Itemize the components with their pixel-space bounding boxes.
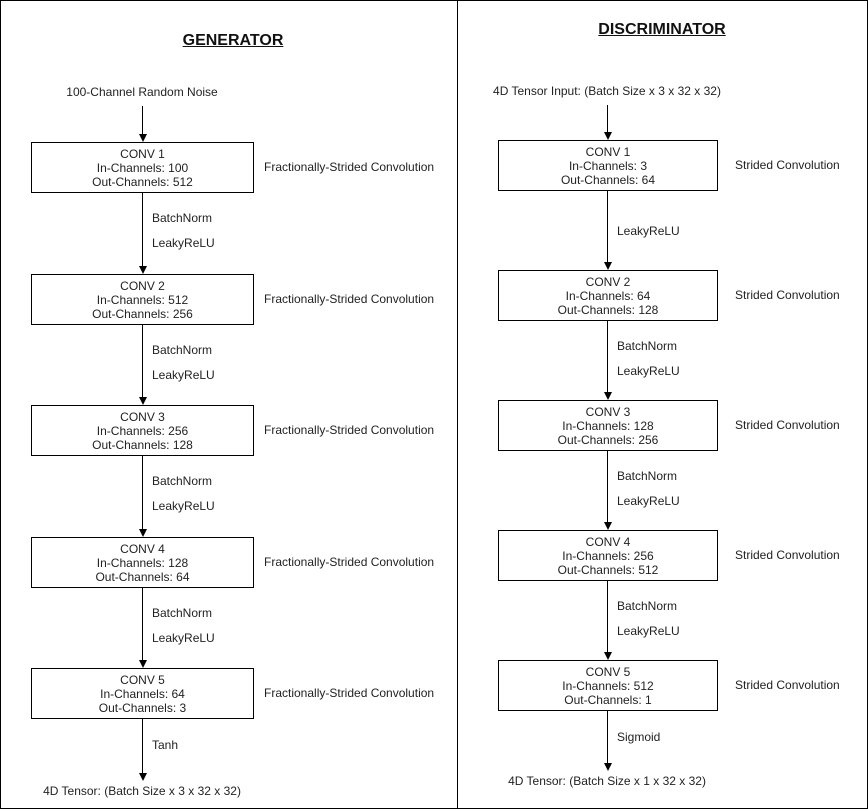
disc-output-label: 4D Tensor: (Batch Size x 1 x 32 x 32) (508, 774, 706, 788)
disc-activation-2-2: LeakyReLU (617, 364, 680, 378)
disc-conv-2-in: In-Channels: 64 (565, 289, 651, 303)
disc-conv-3-in: In-Channels: 128 (562, 419, 654, 433)
gen-conv-5-name: CONV 5 (120, 673, 165, 687)
disc-arrow-2-arrowhead (603, 392, 612, 400)
disc-input-label: 4D Tensor Input: (Batch Size x 3 x 32 x … (493, 84, 721, 98)
disc-input-arrow-arrowhead (603, 132, 612, 140)
disc-conv-1-type: Strided Convolution (735, 158, 840, 172)
gen-activation-4-2: LeakyReLU (152, 631, 215, 645)
gen-arrow-3-arrowhead (138, 529, 147, 537)
disc-activation-4-2: LeakyReLU (617, 624, 680, 638)
disc-conv-5-name: CONV 5 (585, 665, 631, 679)
disc-conv-4-name: CONV 4 (585, 535, 631, 549)
gen-conv-4-in: In-Channels: 128 (96, 556, 189, 570)
gen-activation-4-1: BatchNorm (152, 606, 213, 620)
gen-arrow-4-arrowhead (138, 660, 147, 668)
disc-conv-5-type: Strided Convolution (735, 678, 840, 692)
gen-conv-5-type: Fractionally-Strided Convolution (264, 686, 435, 700)
discriminator-title: DISCRIMINATOR (598, 21, 726, 38)
gen-conv-1-out: Out-Channels: 512 (92, 175, 193, 189)
gen-arrow-1-arrowhead (138, 266, 147, 274)
gen-conv-4-type: Fractionally-Strided Convolution (264, 555, 435, 569)
gen-input-arrow-line (142, 106, 143, 134)
gen-activation-5-1: Tanh (152, 738, 179, 752)
gen-conv-3-name: CONV 3 (120, 410, 165, 424)
disc-conv-3-out: Out-Channels: 256 (557, 433, 659, 447)
gen-output-label: 4D Tensor: (Batch Size x 3 x 32 x 32) (43, 784, 241, 798)
disc-activation-5-1: Sigmoid (617, 730, 661, 744)
gen-activation-2-1: BatchNorm (152, 343, 213, 357)
gen-conv-4-out: Out-Channels: 64 (95, 570, 190, 584)
gen-input-label: 100-Channel Random Noise (66, 85, 218, 99)
disc-conv-4-type: Strided Convolution (735, 548, 840, 562)
disc-conv-5-in: In-Channels: 512 (562, 679, 654, 693)
disc-conv-2-out: Out-Channels: 128 (557, 303, 659, 317)
gen-arrow-4-line (142, 588, 143, 660)
gen-activation-1-1: BatchNorm (152, 211, 213, 225)
disc-conv-1-in: In-Channels: 3 (568, 159, 648, 173)
disc-arrow-3-arrowhead (603, 522, 612, 530)
gen-conv-5-out: Out-Channels: 3 (98, 701, 187, 715)
disc-arrow-2-line (607, 321, 608, 392)
disc-arrow-1-line (607, 191, 608, 262)
disc-conv-4-in: In-Channels: 256 (562, 549, 654, 563)
disc-conv-3-type: Strided Convolution (735, 418, 840, 432)
gen-arrow-1-line (142, 193, 143, 266)
gen-activation-3-1: BatchNorm (152, 474, 213, 488)
gen-arrow-5-arrowhead (138, 773, 147, 781)
disc-conv-2-name: CONV 2 (585, 275, 631, 289)
gen-conv-2-in: In-Channels: 512 (96, 293, 189, 307)
gen-conv-2-type: Fractionally-Strided Convolution (264, 292, 435, 306)
gen-activation-3-2: LeakyReLU (152, 499, 215, 513)
gen-arrow-5-line (142, 719, 143, 773)
gen-conv-5-in: In-Channels: 64 (100, 687, 185, 701)
gen-activation-1-2: LeakyReLU (152, 236, 215, 250)
disc-conv-1-name: CONV 1 (585, 145, 631, 159)
generator-title: GENERATOR (182, 32, 284, 49)
disc-arrow-1-arrowhead (603, 262, 612, 270)
disc-conv-4-out: Out-Channels: 512 (557, 563, 659, 577)
disc-activation-3-2: LeakyReLU (617, 494, 680, 508)
gen-conv-1-type: Fractionally-Strided Convolution (264, 160, 435, 174)
disc-conv-1-out: Out-Channels: 64 (560, 173, 656, 187)
disc-arrow-3-line (607, 451, 608, 522)
gen-conv-3-type: Fractionally-Strided Convolution (264, 423, 435, 437)
disc-conv-2-type: Strided Convolution (735, 288, 840, 302)
gen-conv-2-out: Out-Channels: 256 (92, 307, 193, 321)
disc-activation-4-1: BatchNorm (617, 599, 678, 613)
disc-arrow-5-arrowhead (603, 763, 612, 771)
disc-arrow-4-line (607, 581, 608, 652)
gen-arrow-2-arrowhead (138, 397, 147, 405)
disc-activation-2-1: BatchNorm (617, 339, 678, 353)
disc-arrow-4-arrowhead (603, 652, 612, 660)
disc-input-arrow-line (607, 105, 608, 132)
gen-conv-2-name: CONV 2 (120, 279, 165, 293)
gen-conv-1-name: CONV 1 (120, 147, 165, 161)
gen-arrow-2-line (142, 325, 143, 397)
gen-conv-3-in: In-Channels: 256 (96, 424, 189, 438)
gen-arrow-3-line (142, 456, 143, 529)
gen-conv-3-out: Out-Channels: 128 (92, 438, 193, 452)
gen-input-arrow-arrowhead (138, 134, 147, 142)
disc-activation-1-1: LeakyReLU (617, 224, 680, 238)
disc-arrow-5-line (607, 711, 608, 763)
gen-activation-2-2: LeakyReLU (152, 368, 215, 382)
disc-conv-5-out: Out-Channels: 1 (564, 693, 652, 707)
disc-activation-3-1: BatchNorm (617, 469, 678, 483)
gen-conv-4-name: CONV 4 (120, 542, 165, 556)
disc-conv-3-name: CONV 3 (585, 405, 631, 419)
gen-conv-1-in: In-Channels: 100 (96, 161, 189, 175)
